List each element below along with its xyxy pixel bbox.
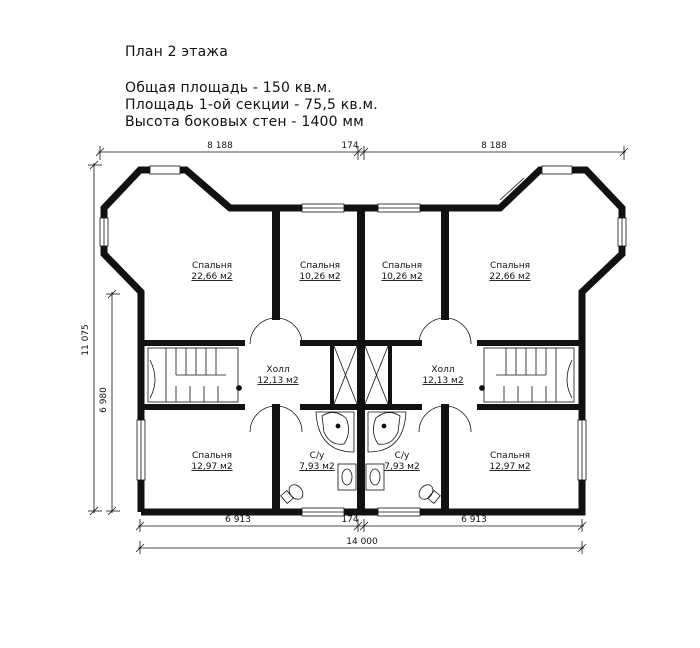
room-area: 12,97 м2 — [489, 462, 530, 472]
dim-bottom-mid: 174 — [341, 515, 358, 525]
room-area: 12,97 м2 — [191, 462, 232, 472]
toilet-left — [280, 484, 304, 504]
room-name: Спальня — [490, 261, 530, 271]
room-name: С/у — [310, 451, 325, 461]
wall-height-text: Высота боковых стен - 1400 мм — [125, 114, 364, 130]
room-area: 12,13 м2 — [257, 376, 298, 386]
dim-total-height: 11 075 — [81, 324, 91, 356]
dim-top-mid: 174 — [341, 141, 358, 151]
sink-right — [365, 463, 385, 491]
shaft-crosses — [333, 345, 389, 405]
section-area-text: Площадь 1-ой секции - 75,5 кв.м. — [125, 97, 378, 113]
interior-walls — [141, 208, 582, 512]
bathtub-left — [315, 411, 355, 453]
dim-total-width: 14 000 — [346, 537, 378, 547]
room-name: Спальня — [192, 451, 232, 461]
room-area: 22,66 м2 — [191, 272, 232, 282]
room-name: Спальня — [300, 261, 340, 271]
dim-side-height: 6 980 — [99, 387, 109, 413]
room-name: Спальня — [192, 261, 232, 271]
room-name: Холл — [431, 365, 454, 375]
toilet-right — [418, 484, 441, 504]
room-area: 22,66 м2 — [489, 272, 530, 282]
door-swings — [249, 317, 472, 433]
stairs-left — [147, 347, 242, 403]
dim-top-right: 8 188 — [481, 141, 507, 151]
stairs-right — [479, 347, 575, 403]
dim-top-left: 8 188 — [207, 141, 233, 151]
room-area: 12,13 м2 — [422, 376, 463, 386]
room-name: С/у — [395, 451, 410, 461]
dim-bottom-right: 6 913 — [461, 515, 487, 525]
room-name: Спальня — [490, 451, 530, 461]
dimension-lines — [88, 146, 629, 554]
room-area: 7,93 м2 — [384, 462, 419, 472]
room-labels: Спальня 22,66 м2 Спальня 10,26 м2 Спальн… — [191, 261, 530, 472]
room-area: 10,26 м2 — [299, 272, 340, 282]
room-area: 7,93 м2 — [299, 462, 334, 472]
total-area-text: Общая площадь - 150 кв.м. — [125, 80, 332, 96]
bathtub-right — [367, 411, 407, 453]
dim-bottom-left: 6 913 — [225, 515, 251, 525]
plan-title: План 2 этажа — [125, 44, 229, 60]
room-name: Холл — [266, 365, 289, 375]
windows — [99, 165, 627, 517]
room-area: 10,26 м2 — [381, 272, 422, 282]
room-name: Спальня — [382, 261, 422, 271]
sink-left — [337, 463, 357, 491]
